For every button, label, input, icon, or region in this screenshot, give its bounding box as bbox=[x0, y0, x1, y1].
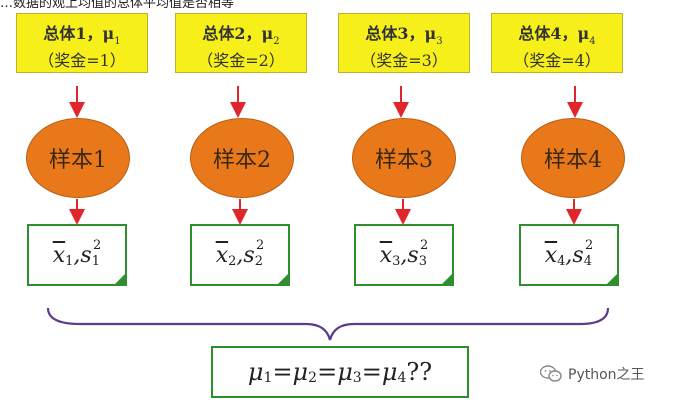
population-label: 总体3，μ bbox=[365, 24, 437, 43]
population-label: 总体2，μ bbox=[202, 24, 274, 43]
population-box-3: 总体3，μ3 （奖金=3） bbox=[338, 13, 470, 73]
page-fold-icon bbox=[605, 272, 619, 286]
population-box-4: 总体4，μ4 （奖金=4） bbox=[491, 13, 623, 73]
page-fold-icon bbox=[440, 272, 454, 286]
population-bonus: （奖金=2） bbox=[197, 51, 285, 70]
population-box-2: 总体2，μ2 （奖金=2） bbox=[175, 13, 307, 73]
watermark-text: Python之王 bbox=[568, 367, 645, 383]
top-cut-text: …数据的观上均值的总体平均值是否相等 bbox=[0, 0, 235, 8]
population-bonus: （奖金=1） bbox=[38, 51, 126, 70]
page-fold-icon bbox=[113, 272, 127, 286]
sample-ellipse-2: 样本2 bbox=[190, 118, 294, 198]
sample-mean-symbol: x bbox=[52, 242, 66, 268]
population-subscript: 1 bbox=[114, 36, 121, 47]
population-label: 总体4，μ bbox=[518, 24, 590, 43]
population-label: 总体1，μ bbox=[43, 24, 115, 43]
population-box-1: 总体1，μ1 （奖金=1） bbox=[16, 13, 148, 73]
population-subscript: 3 bbox=[436, 36, 443, 47]
sample-ellipse-4: 样本4 bbox=[521, 118, 625, 198]
sample-mean-symbol: x bbox=[215, 242, 229, 268]
sample-ellipse-3: 样本3 bbox=[352, 118, 456, 198]
page-fold-icon bbox=[276, 272, 290, 286]
sample-variance-symbol: s bbox=[80, 242, 92, 268]
population-subscript: 2 bbox=[273, 36, 280, 47]
wechat-icon bbox=[540, 365, 562, 382]
sample-mean-symbol: x bbox=[379, 242, 393, 268]
watermark: Python之王 bbox=[540, 364, 645, 384]
sample-ellipse-1: 样本1 bbox=[26, 118, 130, 198]
sample-variance-symbol: s bbox=[572, 242, 584, 268]
sample-variance-symbol: s bbox=[243, 242, 255, 268]
sample-variance-symbol: s bbox=[407, 242, 419, 268]
grouping-brace bbox=[46, 307, 610, 341]
population-bonus: （奖金=4） bbox=[513, 51, 601, 70]
population-bonus: （奖金=3） bbox=[360, 51, 448, 70]
sample-mean-symbol: x bbox=[544, 242, 558, 268]
population-subscript: 4 bbox=[589, 36, 596, 47]
